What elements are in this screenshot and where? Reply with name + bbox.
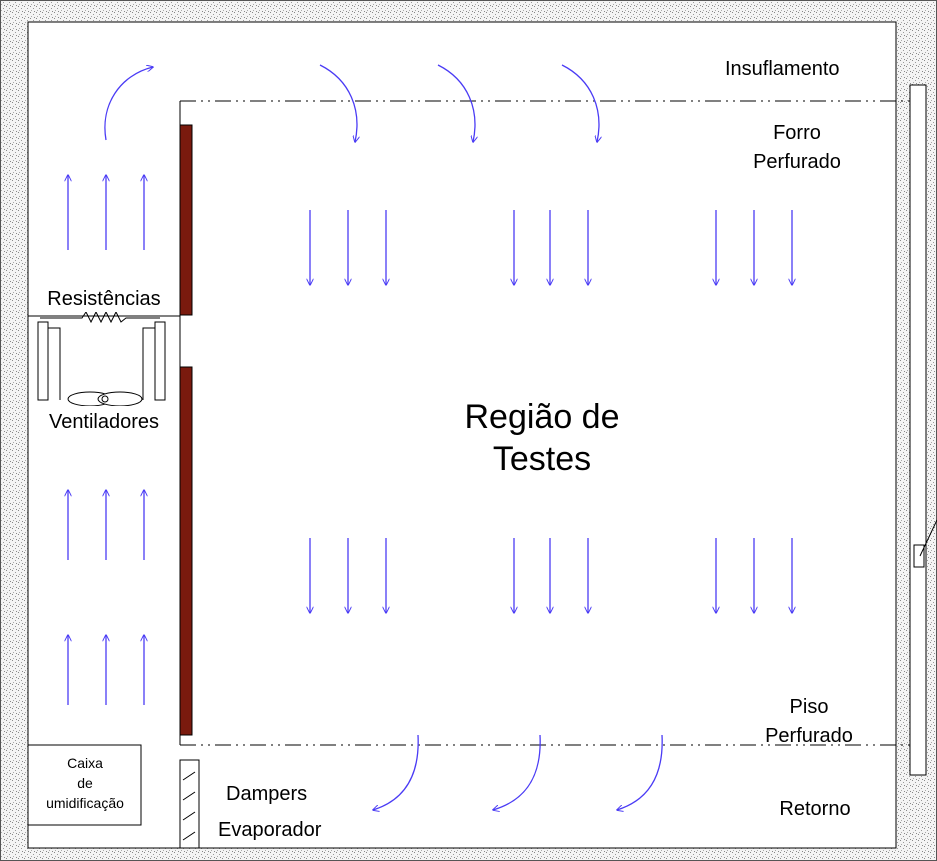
label-dampers: Dampers bbox=[226, 783, 307, 805]
label-perforated-floor-2: Perfurado bbox=[765, 725, 853, 747]
label-humidifier-3: umidificação bbox=[46, 795, 124, 811]
label-humidifier-1: Caixa bbox=[67, 755, 103, 771]
humidifier-box bbox=[27, 744, 142, 826]
arrow-curve bbox=[104, 67, 153, 141]
wall-panel-lower bbox=[179, 366, 193, 736]
label-humidifier-2: de bbox=[77, 775, 93, 791]
airflow-arrows bbox=[68, 64, 792, 810]
label-return: Retorno bbox=[779, 798, 850, 820]
arrow-curve bbox=[561, 64, 599, 142]
heater-resistor bbox=[28, 310, 180, 324]
arrow-curve bbox=[617, 734, 663, 810]
label-perforated-floor-1: Piso bbox=[790, 696, 829, 718]
label-test-region-1: Região de bbox=[464, 398, 619, 436]
fan-housing bbox=[37, 321, 166, 407]
inner-cavity bbox=[27, 21, 897, 849]
fan-icon bbox=[67, 391, 143, 407]
label-heaters: Resistências bbox=[47, 288, 160, 310]
label-perforated-ceiling-2: Perfurado bbox=[753, 151, 841, 173]
arrow-curve bbox=[373, 734, 419, 810]
label-perforated-ceiling-1: Forro bbox=[773, 122, 821, 144]
arrow-curve bbox=[437, 64, 475, 142]
damper-evaporator bbox=[179, 759, 200, 849]
wall-panel-upper bbox=[179, 124, 193, 316]
label-supply: Insuflamento bbox=[725, 58, 840, 80]
label-evaporator: Evaporador bbox=[218, 819, 322, 841]
label-test-region-2: Testes bbox=[493, 440, 591, 478]
door bbox=[909, 84, 937, 776]
arrow-curve bbox=[319, 64, 357, 142]
arrow-curve bbox=[493, 734, 541, 810]
label-fans: Ventiladores bbox=[49, 411, 159, 433]
